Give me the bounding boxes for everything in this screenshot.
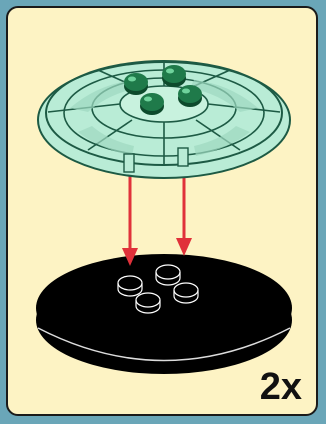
down-arrow-left (122, 176, 138, 266)
assembly-illustration (8, 8, 318, 416)
instruction-panel: 2x (6, 6, 318, 416)
hub-stud (140, 93, 164, 115)
quantity-multiplier: 2x (260, 368, 302, 406)
hub-stud (124, 73, 148, 95)
hub-stud (162, 65, 186, 87)
assembly-arrows (122, 176, 192, 266)
down-arrow-right (176, 176, 192, 256)
hub-stud (178, 85, 202, 107)
